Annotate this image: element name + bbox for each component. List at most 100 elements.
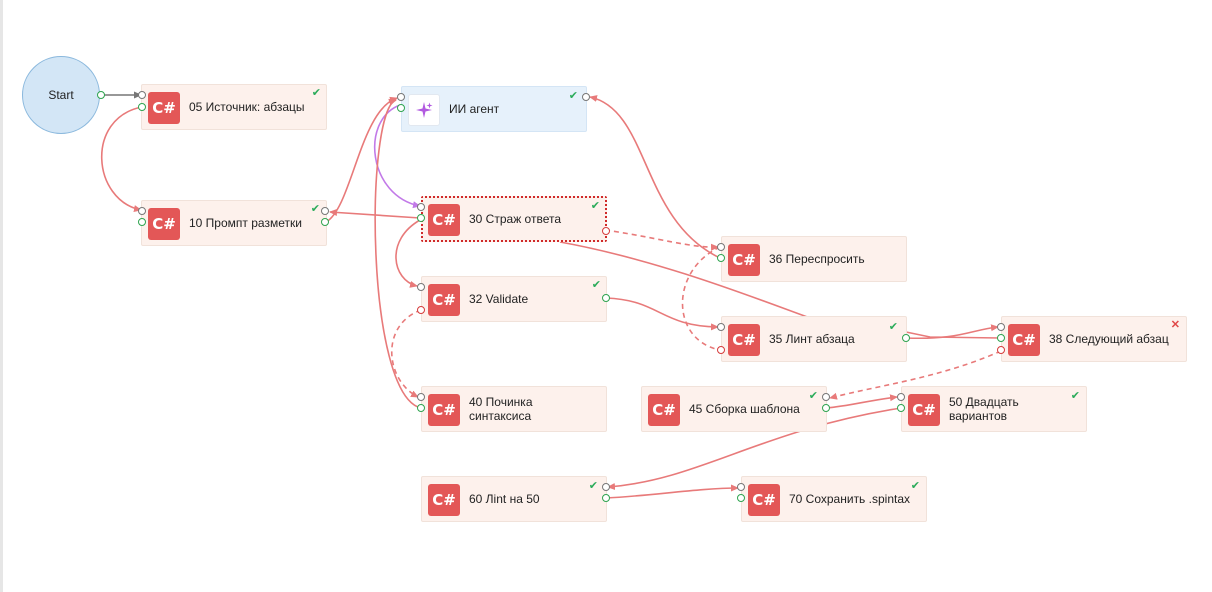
node-10-right-output-port[interactable] [321,218,329,226]
link-32-error-to-40 [390,309,422,398]
csharp-icon: C# [728,244,760,276]
success-check-icon: ✔ [310,203,320,215]
node-05-source[interactable]: C# 05 Источник: абзацы ✔ [141,84,327,130]
node-35-output-port[interactable] [902,334,910,342]
start-label: Start [48,88,74,102]
node-label: 30 Страж ответа [469,212,562,226]
success-check-icon: ✔ [910,480,920,492]
link-30-to-32 [395,219,421,288]
link-30-to-35 [559,241,811,319]
node-40-input-port[interactable] [417,393,425,401]
node-36-output-port[interactable] [717,254,725,262]
node-10-prompt[interactable]: C# 10 Промпт разметки ✔ [141,200,327,246]
success-check-icon: ✔ [591,279,601,291]
success-check-icon: ✔ [568,90,578,102]
link-60-to-70 [605,484,739,499]
csharp-icon: C# [428,284,460,316]
success-check-icon: ✔ [888,321,898,333]
start-output-port[interactable] [97,91,105,99]
error-x-icon: ✕ [1170,319,1180,331]
node-30-error-port[interactable] [602,227,610,235]
node-30-guard[interactable]: C# 30 Страж ответа ✔ [421,196,607,242]
node-32-input-port[interactable] [417,283,425,291]
node-50-output-port[interactable] [897,404,905,412]
node-38-next-paragraph[interactable]: C# 38 Следующий абзац ✕ [1001,316,1187,362]
node-05-output-port[interactable] [138,103,146,111]
node-36-reask[interactable]: C# 36 Переспросить [721,236,907,282]
agent-input-port[interactable] [397,93,405,101]
node-35-error-port[interactable] [717,346,725,354]
node-label: 45 Сборка шаблона [689,402,800,416]
node-38-output-port[interactable] [997,334,1005,342]
node-36-input-port[interactable] [717,243,725,251]
node-label: 50 Двадцать вариантов [949,395,1019,423]
canvas-left-edge [0,0,3,592]
csharp-icon: C# [908,394,940,426]
node-label: 05 Источник: абзацы [189,100,305,114]
success-check-icon: ✔ [311,87,321,99]
csharp-icon: C# [1008,324,1040,356]
success-check-icon: ✔ [1070,390,1080,402]
link-32-to-35 [605,297,719,331]
link-45-to-50 [825,394,898,409]
link-35-to-38 [905,324,999,340]
node-70-input-port[interactable] [737,483,745,491]
link-38-error-to-45 [829,350,1002,400]
link-40-to-agent [374,98,422,409]
node-50-input-port[interactable] [897,393,905,401]
link-38-back-to-35 [905,331,1001,339]
csharp-icon: C# [148,208,180,240]
node-45-output-port[interactable] [822,404,830,412]
success-check-icon: ✔ [808,390,818,402]
node-label: 70 Сохранить .spintax [789,492,911,506]
success-check-icon: ✔ [590,200,600,212]
node-35-input-port[interactable] [717,323,725,331]
node-70-save-spintax[interactable]: C# 70 Сохранить .spintax ✔ [741,476,927,522]
node-10-output-port[interactable] [138,218,146,226]
success-check-icon: ✔ [588,480,598,492]
link-agent-to-30 [373,104,421,209]
node-10-right-input-port[interactable] [321,207,329,215]
node-ai-agent[interactable]: ИИ агент ✔ [401,86,587,132]
node-38-error-port[interactable] [997,346,1005,354]
node-label: 32 Validate [469,292,529,306]
node-45-assemble-template[interactable]: C# 45 Сборка шаблона ✔ [641,386,827,432]
node-35-lint-paragraph[interactable]: C# 35 Линт абзаца ✔ [721,316,907,362]
node-10-input-port[interactable] [138,207,146,215]
csharp-icon: C# [428,484,460,516]
csharp-icon: C# [748,484,780,516]
link-50-to-60 [607,407,902,490]
csharp-icon: C# [428,394,460,426]
node-label: 40 Починка синтаксиса [469,395,533,423]
node-32-output-port[interactable] [602,294,610,302]
node-40-syntax-fix[interactable]: C# 40 Починка синтаксиса [421,386,607,432]
sparkle-icon [408,94,440,126]
link-36-error-to-35 [681,246,721,351]
csharp-icon: C# [428,204,460,236]
node-label: 60 Лint на 50 [469,492,540,506]
node-32-validate[interactable]: C# 32 Validate ✔ [421,276,607,322]
node-45-right-input-port[interactable] [822,393,830,401]
node-40-output-port[interactable] [417,404,425,412]
csharp-icon: C# [648,394,680,426]
node-38-input-port[interactable] [997,323,1005,331]
node-30-output-port[interactable] [417,214,425,222]
node-label: 36 Переспросить [769,252,865,266]
node-60-right-input-port[interactable] [602,483,610,491]
agent-output-port[interactable] [397,104,405,112]
node-05-input-port[interactable] [138,91,146,99]
link-36-to-agent [589,95,721,259]
node-label: 10 Промпт разметки [189,216,302,230]
node-70-output-port[interactable] [737,494,745,502]
node-60-output-port[interactable] [602,494,610,502]
start-node[interactable]: Start [22,56,100,134]
node-30-input-port[interactable] [417,203,425,211]
csharp-icon: C# [728,324,760,356]
link-30-error-to-36 [604,229,719,251]
node-50-twenty-variants[interactable]: C# 50 Двадцать вариантов ✔ [901,386,1087,432]
node-label: 38 Следующий абзац [1049,332,1169,346]
node-60-lint-50[interactable]: C# 60 Лint на 50 ✔ [421,476,607,522]
node-32-error-port[interactable] [417,306,425,314]
agent-right-port[interactable] [582,93,590,101]
